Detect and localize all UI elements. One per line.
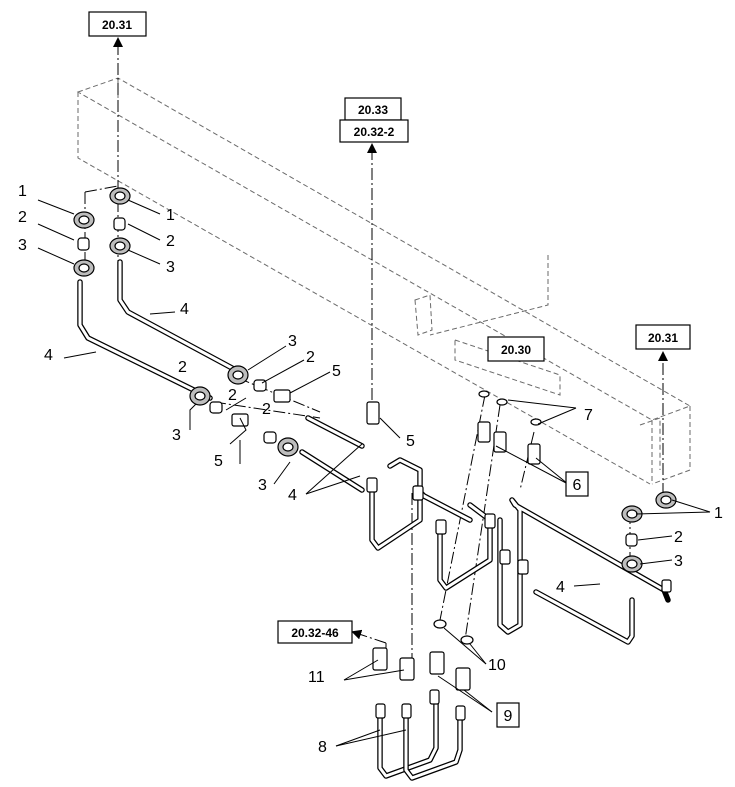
callout-3-mid: 3: [288, 333, 297, 350]
callout-1-top-right: 1: [166, 207, 175, 224]
callout-3-right: 3: [674, 553, 683, 570]
callout-box-9: 9: [496, 702, 520, 728]
callout-1-top-left: 1: [18, 183, 27, 200]
callout-3-top-left: 3: [18, 237, 27, 254]
ref-label-bottom-left: 20.32-46: [291, 626, 339, 640]
ref-label-center-2: 20.32-2: [354, 125, 395, 139]
callout-5-left-low: 5: [214, 453, 223, 470]
fittings: [73, 187, 677, 721]
ref-box-middle[interactable]: 20.30: [487, 336, 545, 362]
callout-2-mid: 2: [306, 349, 315, 366]
ref-label-top-left: 20.31: [102, 18, 132, 32]
callout-8: 8: [318, 739, 327, 756]
callout-10: 10: [488, 657, 506, 674]
leader-lines: [37, 199, 711, 747]
callout-1-right: 1: [714, 505, 723, 522]
callout-6: 6: [573, 477, 582, 494]
callout-4-left: 4: [44, 347, 53, 364]
pipes: [77, 259, 671, 781]
callout-labels: 1 2 3 1 2 3 4 4 3 2 5 2 2 2 3 5 3 4 5 7 …: [18, 183, 723, 756]
callout-2-lower-mid: 2: [228, 387, 237, 404]
callout-2-top-left: 2: [18, 209, 27, 226]
ref-box-right[interactable]: 20.31: [635, 324, 691, 350]
ref-box-bottom-left[interactable]: 20.32-46: [277, 620, 353, 644]
ref-box-top-left[interactable]: 20.31: [88, 11, 147, 37]
ref-label-right: 20.31: [648, 331, 678, 345]
callout-9: 9: [504, 708, 513, 725]
callout-7: 7: [584, 407, 593, 424]
callout-3-bottom: 3: [258, 477, 267, 494]
callout-3-top-right: 3: [166, 259, 175, 276]
ref-label-center-1: 20.33: [358, 103, 388, 117]
callout-11: 11: [308, 669, 325, 686]
callout-4-upper: 4: [180, 301, 189, 318]
ref-label-middle: 20.30: [501, 343, 531, 357]
callout-2-right: 2: [674, 529, 683, 546]
callout-5-center: 5: [406, 433, 415, 450]
callout-2-lower-right: 2: [262, 401, 271, 418]
callout-4-bottom: 4: [288, 487, 297, 504]
callout-4-right: 4: [556, 579, 565, 596]
ref-box-center-top[interactable]: 20.33 20.32-2: [339, 97, 409, 143]
callout-3-left-low: 3: [172, 427, 181, 444]
callout-box-6: 6: [565, 471, 589, 497]
chassis-beam-outline: [76, 77, 692, 485]
callout-2-top-right: 2: [166, 233, 175, 250]
callout-2-left-mid: 2: [178, 359, 187, 376]
callout-5-mid: 5: [332, 363, 341, 380]
